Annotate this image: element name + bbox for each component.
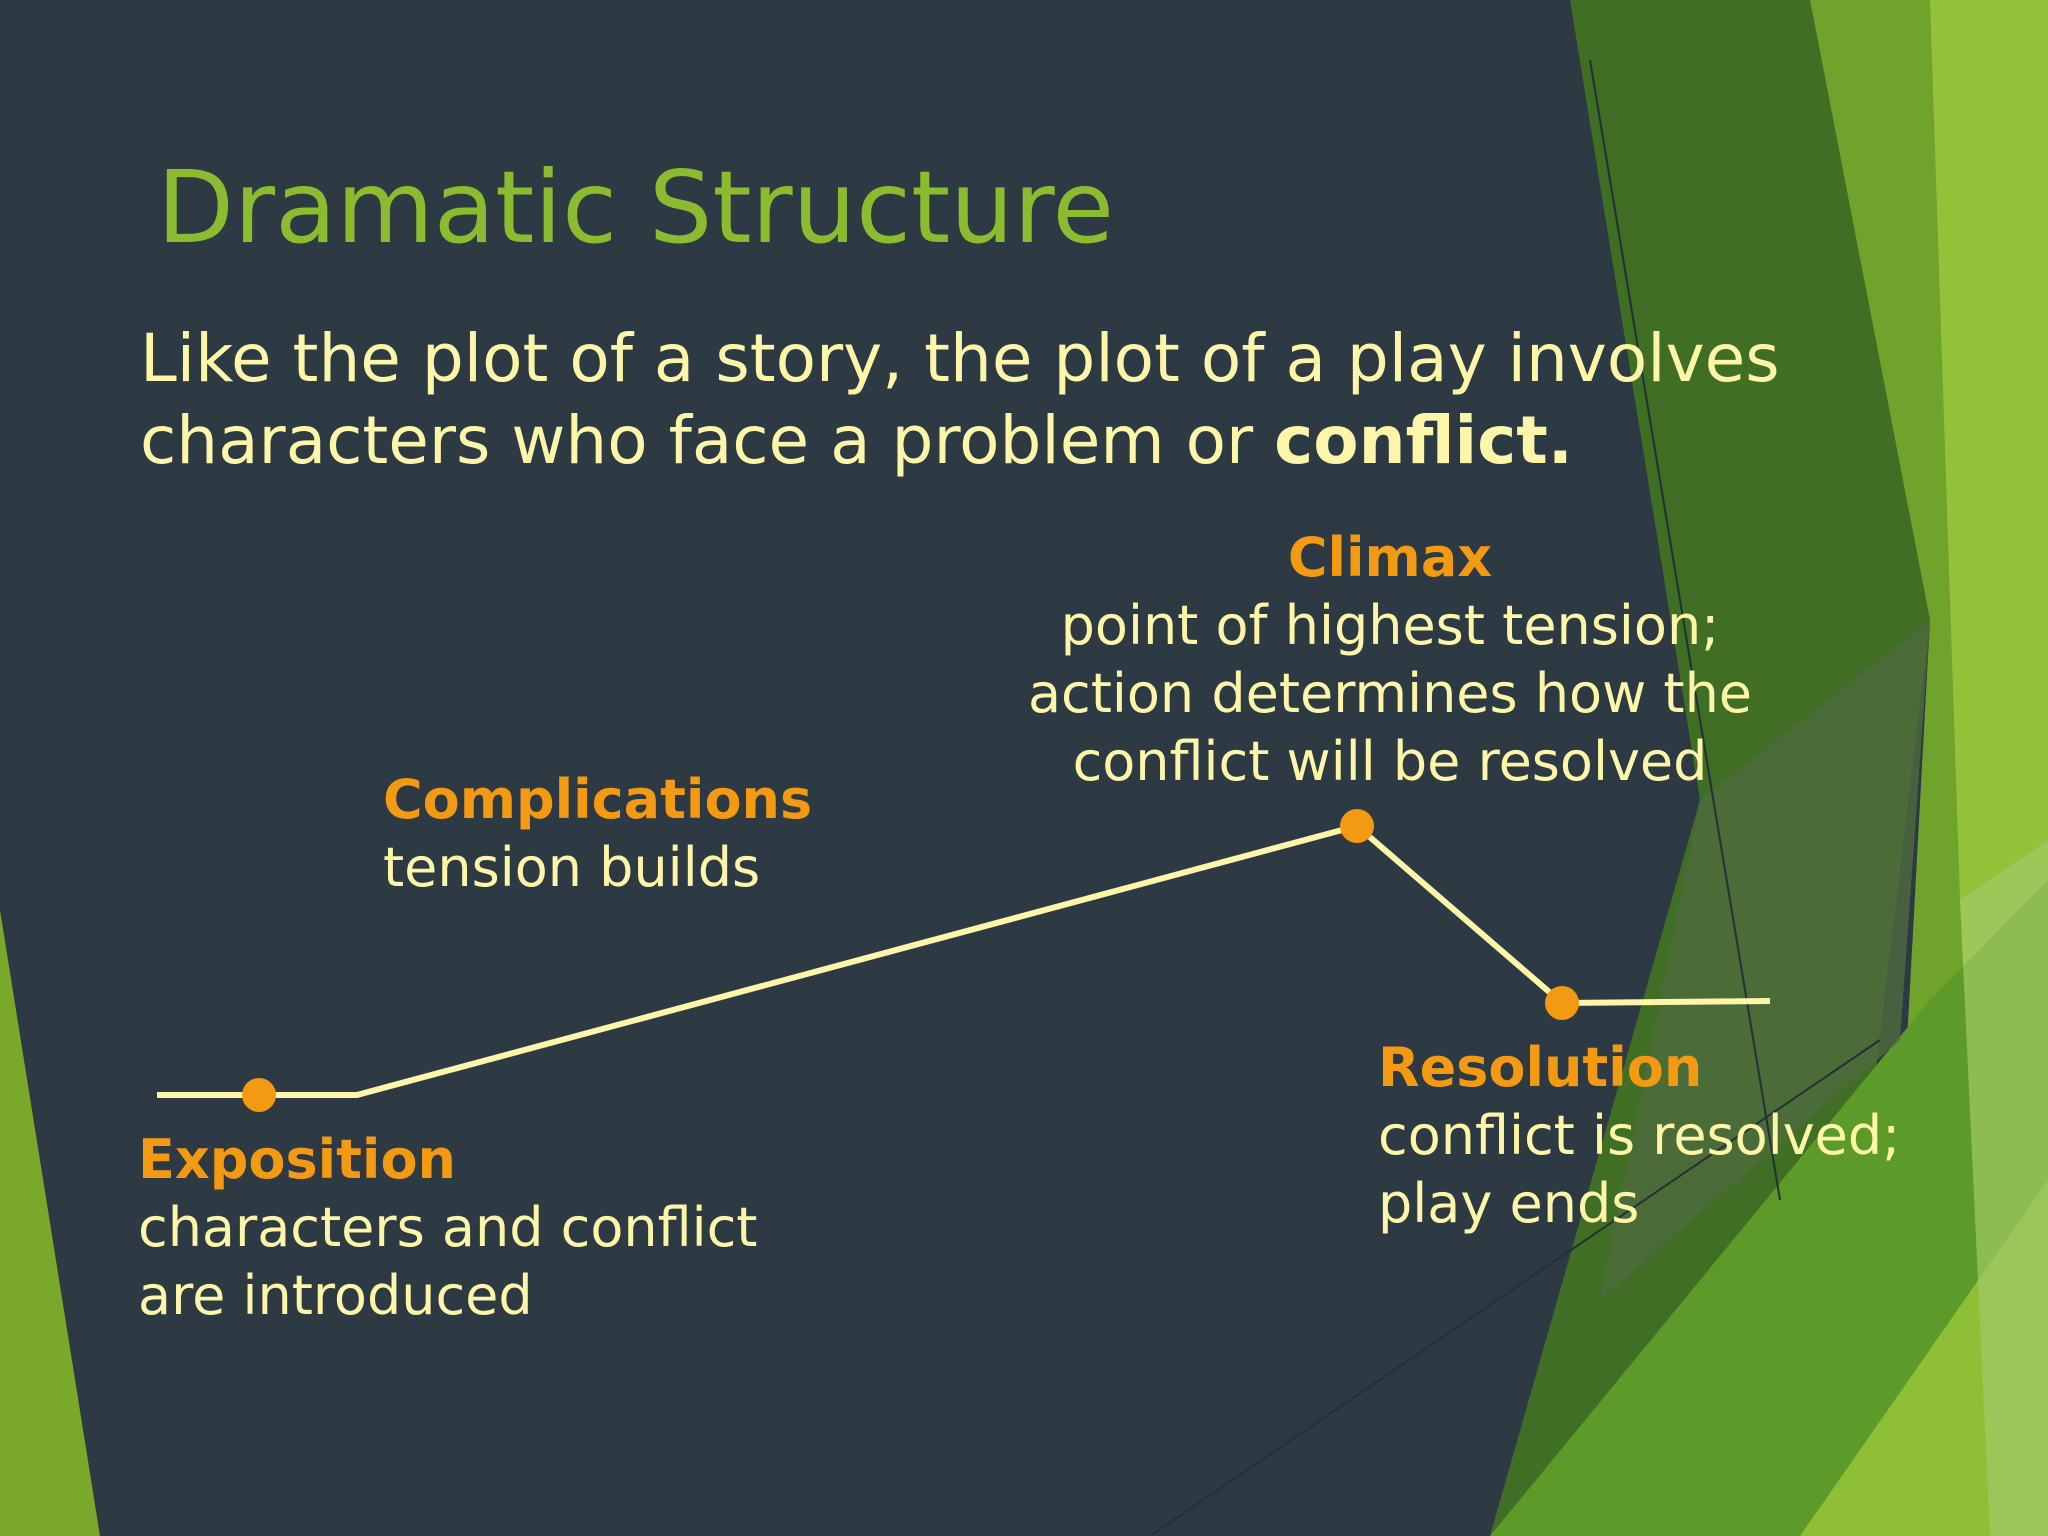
stage-desc-exposition: characters and conflict are introduced xyxy=(138,1196,758,1327)
intro-text: Like the plot of a story, the plot of a … xyxy=(140,320,1780,479)
exposition-marker xyxy=(242,1078,276,1112)
stage-desc-complications: tension builds xyxy=(383,836,761,899)
stage-name-resolution: Resolution xyxy=(1378,1036,1703,1099)
stage-climax: Climax point of highest tension; action … xyxy=(940,524,1840,796)
stage-desc-climax: point of highest tension; action determi… xyxy=(1027,594,1753,793)
stage-exposition: Exposition characters and conflict are i… xyxy=(138,1126,757,1330)
slide-title: Dramatic Structure xyxy=(157,149,1115,266)
intro-bold-term: conflict. xyxy=(1274,402,1573,479)
intro-paragraph: Like the plot of a story, the plot of a … xyxy=(140,318,1900,482)
stage-name-exposition: Exposition xyxy=(138,1128,456,1191)
stage-name-complications: Complications xyxy=(383,768,813,831)
stage-resolution: Resolution conflict is resolved; play en… xyxy=(1378,1034,1900,1238)
stage-name-climax: Climax xyxy=(1287,526,1493,589)
resolution-marker xyxy=(1545,986,1579,1020)
stage-desc-resolution: conflict is resolved; play ends xyxy=(1378,1104,1901,1235)
climax-marker xyxy=(1340,809,1374,843)
stage-complications: Complications tension builds xyxy=(383,766,812,902)
